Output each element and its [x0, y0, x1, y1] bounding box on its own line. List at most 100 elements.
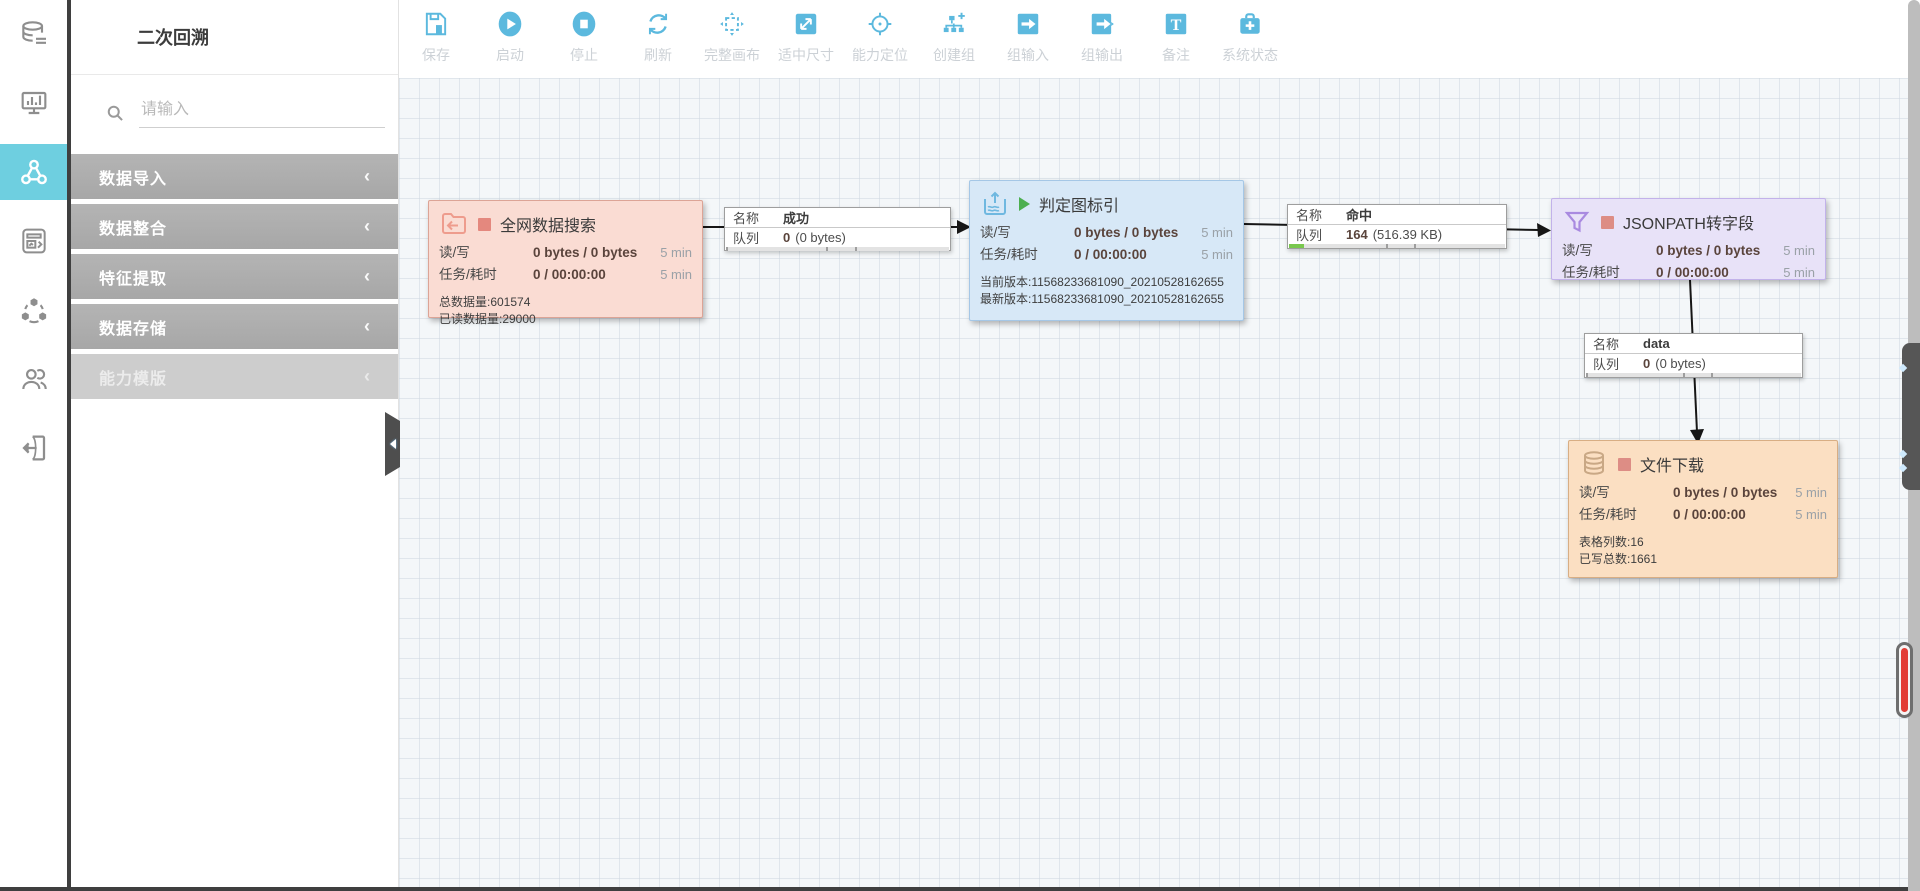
track-tick — [1414, 244, 1417, 248]
search-input[interactable] — [139, 97, 385, 128]
arrowhead — [1690, 429, 1704, 444]
queue-box-hit[interactable]: 名称 命中 队列 164 (516.39 KB) — [1287, 204, 1507, 249]
sidebar-collapse-handle[interactable] — [385, 412, 400, 476]
queue-count-value: 0 — [1643, 356, 1651, 371]
menu-item-label: 特征提取 — [99, 270, 168, 288]
row-time: 5 min — [1201, 247, 1233, 262]
stop-button[interactable]: 停止 — [547, 0, 621, 65]
queue-name-row: 名称 成功 — [725, 208, 950, 228]
note-button[interactable]: T 备注 — [1139, 0, 1213, 65]
search-icon — [107, 105, 123, 121]
sidebar-header: 二次回溯 — [71, 0, 398, 75]
status-square-marker — [478, 217, 491, 231]
rail-item-logout[interactable] — [0, 420, 67, 476]
rail-item-report[interactable] — [0, 213, 67, 269]
rail-item-dashboard[interactable] — [0, 75, 67, 131]
toolbar-label: 刷新 — [644, 47, 672, 63]
toolbar-label: 能力定位 — [852, 47, 908, 63]
node-web-data-search[interactable]: 全网数据搜索 读/写 0 bytes / 0 bytes 5 min 任务/耗时… — [428, 200, 703, 326]
sidebar-item-data-import[interactable]: 数据导入 ‹ — [71, 154, 398, 199]
locate-capability-button[interactable]: 能力定位 — [843, 0, 917, 65]
start-button[interactable]: 启动 — [473, 0, 547, 65]
group-input-button[interactable]: 组输入 — [991, 0, 1065, 65]
system-status-button[interactable]: 系统状态 — [1213, 0, 1287, 65]
track-tick — [726, 247, 728, 251]
row-label: 读/写 — [1579, 485, 1610, 500]
workflow-graph-icon — [20, 159, 47, 185]
sidebar-item-data-storage[interactable]: 数据存储 ‹ — [71, 304, 398, 349]
row-label: 任务/耗时 — [1579, 507, 1637, 522]
zoom-slider[interactable] — [1896, 642, 1913, 718]
queue-box-success[interactable]: 名称 成功 队列 0 (0 bytes) — [724, 207, 951, 251]
page-title: 二次回溯 — [137, 28, 209, 48]
canvas-toolbar: 保存 启动 停止 — [399, 0, 1920, 78]
extra-line: 已写总数:1661 — [1579, 552, 1658, 566]
group-output-button[interactable]: 组输出 — [1065, 0, 1139, 65]
database-store-icon — [1584, 451, 1604, 475]
queue-count-row: 队列 0 (0 bytes) — [1585, 354, 1802, 373]
fit-canvas-button[interactable]: 完整画布 — [695, 0, 769, 65]
mid-size-icon — [795, 13, 817, 35]
toolbar-label: 保存 — [422, 47, 450, 63]
extra-line: 总数据量:601574 — [439, 295, 531, 309]
node-header: JSONPATH转字段 — [1562, 204, 1815, 240]
play-icon — [498, 11, 522, 37]
arrowhead — [1537, 223, 1551, 237]
node-row-tasks: 任务/耗时 0 / 00:00:00 5 min — [980, 244, 1233, 266]
search-row — [71, 75, 398, 142]
chevron-left-icon: ‹ — [364, 366, 370, 386]
extra-line: 表格列数:16 — [1579, 535, 1644, 549]
rail-item-database[interactable] — [0, 6, 67, 62]
sidebar-item-capability-template[interactable]: 能力模版 ‹ — [71, 354, 398, 399]
row-value: 0 bytes / 0 bytes — [1673, 485, 1778, 500]
group-output-icon — [1091, 13, 1114, 35]
queue-count-label: 队列 — [1593, 357, 1620, 372]
node-extras: 当前版本:11568233681090_20210528162655 最新版本:… — [980, 274, 1233, 308]
toolbar-label: 组输出 — [1081, 47, 1123, 63]
row-value: 0 bytes / 0 bytes — [1656, 243, 1761, 258]
queue-name-value: 成功 — [783, 211, 810, 226]
row-label: 任务/耗时 — [1562, 265, 1620, 280]
rail-divider — [67, 0, 71, 891]
status-square-marker — [1601, 215, 1614, 229]
queue-name-row: 名称 命中 — [1288, 205, 1506, 225]
node-judge-icon-index[interactable]: 判定图标引 读/写 0 bytes / 0 bytes 5 min 任务/耗时 … — [969, 180, 1244, 321]
queue-name-label: 名称 — [1296, 208, 1323, 223]
running-play-marker — [1019, 197, 1030, 211]
queue-name-row: 名称 data — [1585, 334, 1802, 354]
queue-count-label: 队列 — [1296, 228, 1323, 243]
folder-export-icon — [442, 213, 466, 234]
row-value: 0 bytes / 0 bytes — [1074, 225, 1179, 240]
queue-box-data[interactable]: 名称 data 队列 0 (0 bytes) — [1584, 333, 1803, 378]
svg-text:T: T — [1171, 17, 1182, 34]
save-button[interactable]: 保存 — [399, 0, 473, 65]
workflow-canvas[interactable]: 全网数据搜索 读/写 0 bytes / 0 bytes 5 min 任务/耗时… — [399, 78, 1920, 887]
refresh-button[interactable]: 刷新 — [621, 0, 695, 65]
node-jsonpath-to-field[interactable]: JSONPATH转字段 读/写 0 bytes / 0 bytes 5 min … — [1551, 198, 1826, 280]
hexagon-network-icon — [21, 298, 46, 324]
stop-icon — [572, 11, 596, 37]
row-value: 0 / 00:00:00 — [1074, 247, 1147, 262]
create-group-button[interactable]: 创建组 — [917, 0, 991, 65]
left-icon-rail — [0, 0, 67, 887]
node-row-readwrite: 读/写 0 bytes / 0 bytes 5 min — [1579, 482, 1827, 504]
queue-size-value: (0 bytes) — [1655, 356, 1706, 371]
node-header: 全网数据搜索 — [439, 206, 692, 242]
node-file-download[interactable]: 文件下载 读/写 0 bytes / 0 bytes 5 min 任务/耗时 0… — [1568, 440, 1838, 578]
group-input-icon — [1017, 13, 1039, 35]
node-title: JSONPATH转字段 — [1623, 216, 1754, 233]
rail-item-capability[interactable] — [0, 282, 67, 338]
rail-item-users[interactable] — [0, 351, 67, 407]
right-panel-collapse-handle[interactable] — [1898, 343, 1920, 490]
mid-size-button[interactable]: 适中尺寸 — [769, 0, 843, 65]
sidebar-panel: 二次回溯 数据导入 ‹ 数据整合 ‹ 特征提取 ‹ 数据存储 — [71, 0, 398, 887]
menu-item-label: 数据导入 — [99, 170, 168, 188]
queue-name-label: 名称 — [733, 211, 760, 226]
node-extras: 总数据量:601574 已读数据量:29000 — [439, 294, 692, 328]
toolbar-label: 启动 — [496, 47, 524, 63]
menu-item-label: 能力模版 — [99, 370, 168, 388]
sidebar-item-data-merge[interactable]: 数据整合 ‹ — [71, 204, 398, 249]
rail-item-workflow[interactable] — [0, 144, 67, 200]
sidebar-item-feature-extract[interactable]: 特征提取 ‹ — [71, 254, 398, 299]
toolbar-label: 系统状态 — [1222, 47, 1278, 63]
